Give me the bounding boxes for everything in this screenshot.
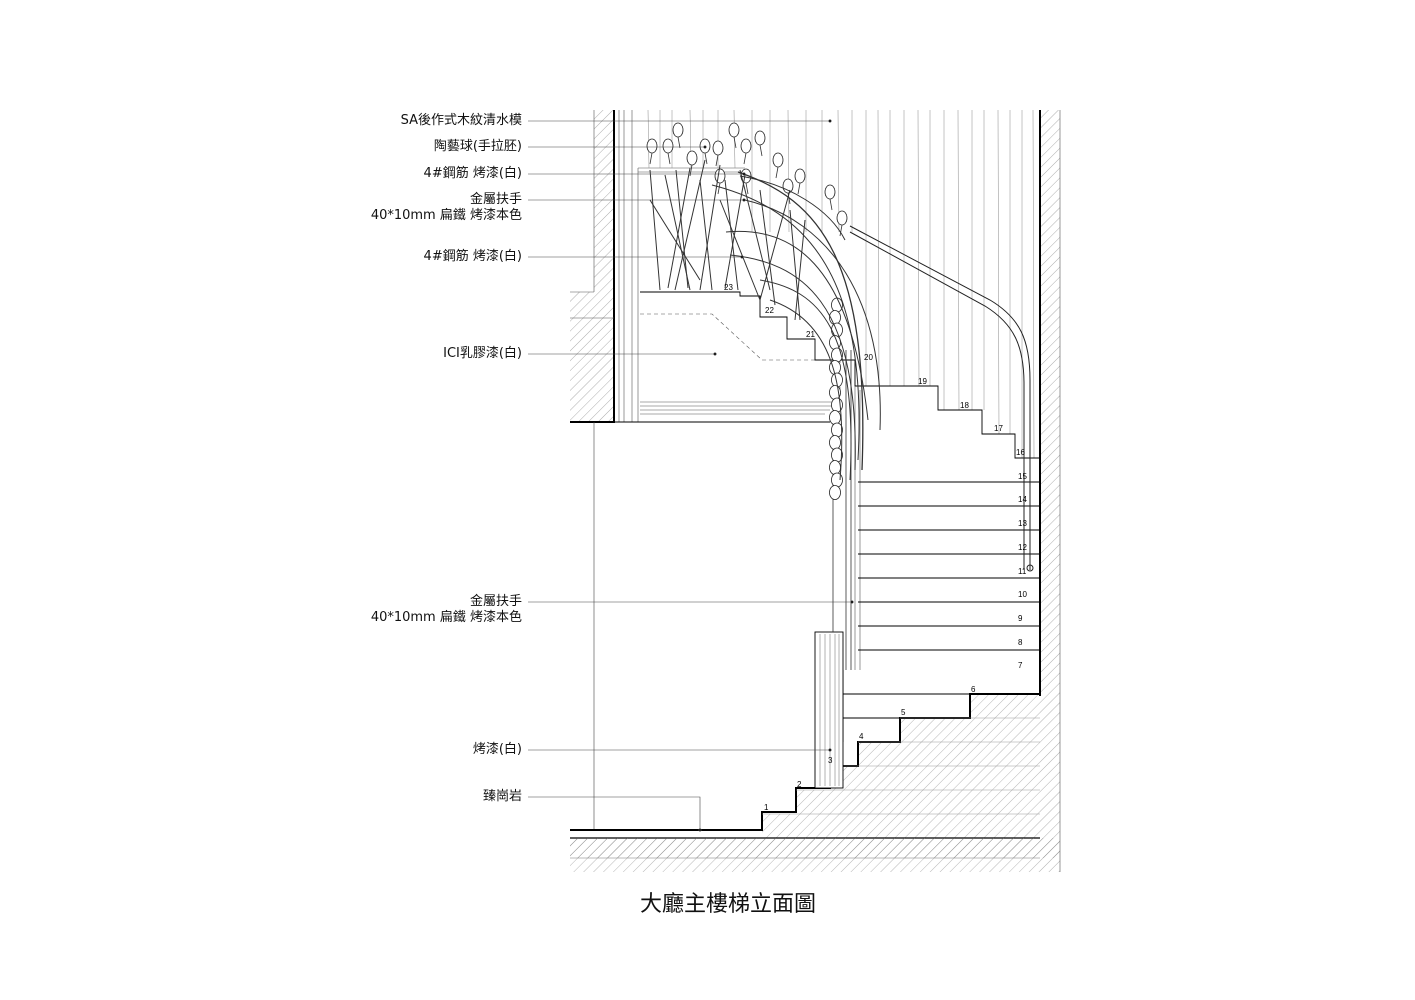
step-number: 15 — [1018, 472, 1027, 481]
ceramic-ball — [829, 460, 841, 475]
step-number: 18 — [960, 401, 969, 410]
step-number: 21 — [806, 330, 815, 339]
ceramic-ball — [831, 297, 843, 313]
right-wall-section — [1039, 110, 1061, 872]
ceramic-ball — [662, 138, 674, 154]
ceramic-ball — [686, 150, 698, 166]
step-number: 4 — [859, 732, 864, 741]
ceramic-ball-column — [646, 122, 848, 500]
ceramic-ball — [672, 122, 684, 138]
step-number: 20 — [864, 353, 873, 362]
step-number: 22 — [765, 306, 774, 315]
left-wall-section — [570, 110, 615, 830]
metal-handrail — [849, 225, 1034, 572]
step-number: 14 — [1018, 495, 1027, 504]
ceramic-ball — [754, 130, 766, 146]
label-rebar-paint-2: 4#鋼筋 烤漆(白) — [423, 249, 522, 264]
ceramic-ball — [772, 152, 784, 168]
ceramic-ball — [831, 322, 843, 338]
step-number: 8 — [1018, 638, 1023, 647]
ceramic-ball — [646, 138, 658, 154]
ceramic-ball — [831, 422, 843, 438]
step-number: 10 — [1018, 590, 1027, 599]
ceramic-ball — [836, 210, 848, 226]
label-ceramic-ball: 陶藝球(手拉胚) — [433, 139, 522, 154]
leader-lines — [528, 119, 854, 832]
ceramic-ball — [712, 140, 724, 156]
step-number: 13 — [1018, 519, 1027, 528]
step-number: 9 — [1018, 614, 1023, 623]
newel-post — [814, 350, 852, 789]
step-number: 19 — [918, 377, 927, 386]
label-rebar-paint-1: 4#鋼筋 烤漆(白) — [423, 166, 522, 181]
rebar-sculpture — [649, 159, 881, 481]
step-number: 5 — [901, 708, 906, 717]
ceramic-ball — [824, 184, 836, 200]
wood-grain-wall — [647, 109, 1035, 459]
drawing-title: 大廳主樓梯立面圖 — [640, 892, 817, 917]
step-number: 23 — [724, 283, 733, 292]
ceramic-ball — [829, 410, 841, 425]
label-baked-paint: 烤漆(白) — [472, 742, 522, 757]
step-number: 2 — [797, 780, 802, 789]
step-number: 17 — [994, 424, 1003, 433]
ceramic-ball — [740, 138, 752, 154]
label-granite: 臻崗岩 — [482, 789, 522, 804]
step-number: 12 — [1018, 543, 1027, 552]
ceramic-ball — [714, 168, 726, 184]
step-number: 7 — [1018, 661, 1023, 670]
ceramic-ball — [829, 485, 841, 500]
label-ici-latex-paint: ICI乳膠漆(白) — [443, 346, 522, 361]
step-number: 1 — [764, 803, 769, 812]
step-number: 3 — [828, 756, 833, 765]
ceramic-ball — [829, 435, 841, 450]
bottom-flight — [570, 693, 1060, 872]
ceramic-ball — [782, 178, 794, 194]
ceramic-ball — [794, 168, 806, 184]
step-number: 11 — [1018, 567, 1027, 576]
step-number: 6 — [971, 685, 976, 694]
ceramic-ball — [728, 122, 740, 138]
label-wood-grain-concrete: SA後作式木紋清水模 — [400, 113, 522, 128]
step-number: 16 — [1016, 448, 1025, 457]
